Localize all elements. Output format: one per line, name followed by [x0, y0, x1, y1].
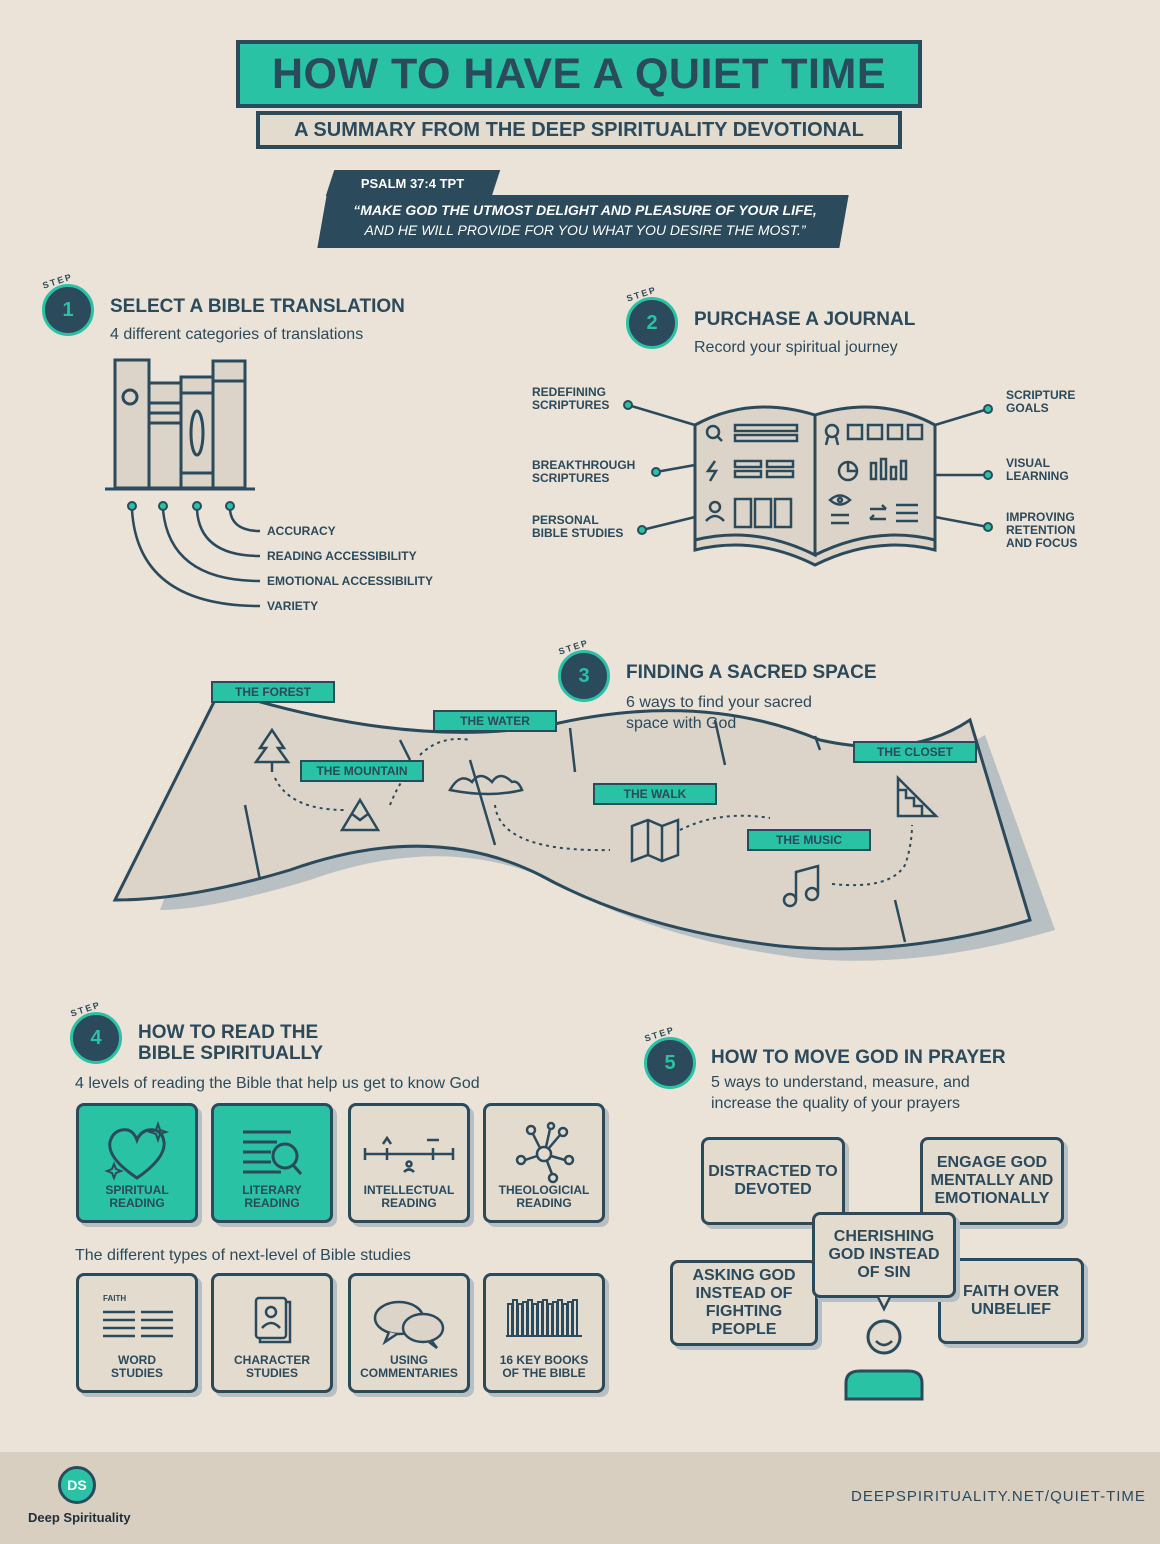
step-3-title: FINDING A SACRED SPACE [626, 662, 877, 683]
subtitle-banner: A SUMMARY FROM THE DEEP SPIRITUALITY DEV… [256, 111, 902, 149]
footer-url-link[interactable]: DEEPSPIRITUALITY.NET/QUIET-TIME [851, 1488, 1146, 1505]
study-type-label: 16 KEY BOOKS OF THE BIBLE [499, 1353, 589, 1380]
brand-logo[interactable]: DS [58, 1466, 96, 1504]
place-tag-forest: THE FOREST [211, 681, 335, 703]
reading-level-label: INTELLECTUAL READING [363, 1183, 455, 1210]
person-card-icon [254, 1296, 292, 1344]
prayer-bubble-engage: ENGAGE GOD MENTALLY AND EMOTIONALLY [920, 1137, 1064, 1225]
translation-category-accuracy: ACCURACY [267, 524, 336, 538]
translation-category-variety: VARIETY [267, 599, 319, 613]
footer [0, 1452, 1160, 1544]
reading-level-spiritual: SPIRITUAL READING [76, 1103, 198, 1223]
quote-text: “MAKE GOD THE UTMOST DELIGHT AND PLEASUR… [320, 200, 850, 240]
quote-reference: PSALM 37:4 TPT [361, 175, 465, 191]
step-2-subtitle: Record your spiritual journey [694, 339, 898, 356]
bible-studies-heading: The different types of next-level of Bib… [75, 1247, 411, 1264]
heart-sparkle-icon [104, 1120, 170, 1181]
quote-reference-tag: PSALM 37:4 TPT [325, 170, 501, 196]
study-type-label: WORD STUDIES [110, 1353, 163, 1380]
music-note-icon [782, 864, 820, 908]
reading-level-label: SPIRITUAL READING [105, 1183, 169, 1210]
quote-line-1: “MAKE GOD THE UTMOST DELIGHT AND PLEASUR… [353, 202, 817, 218]
prayer-bubble-distracted: DISTRACTED TO DEVOTED [701, 1137, 845, 1225]
reading-level-label: LITERARY READING [242, 1183, 302, 1210]
place-tag-mountain: THE MOUNTAIN [300, 760, 424, 782]
study-type-label: CHARACTER STUDIES [234, 1353, 310, 1380]
word-study-icon-text: FAITH [103, 1294, 127, 1303]
study-type-label: USING COMMENTARIES [360, 1353, 458, 1380]
prayer-bubble-cherishing: CHERISHING GOD INSTEAD OF SIN [812, 1212, 956, 1298]
page-title: HOW TO HAVE A QUIET TIME [272, 49, 886, 98]
place-tag-walk: THE WALK [593, 783, 717, 805]
step-4-title-line-1: HOW TO READ THE [138, 1022, 319, 1043]
journal-item-visual-learning: VISUAL LEARNING [1006, 456, 1069, 483]
stairs-icon [896, 774, 940, 818]
step-1-subtitle: 4 different categories of translations [110, 326, 364, 343]
waves-icon [448, 774, 524, 796]
bookshelf-icon [506, 1299, 582, 1337]
step-3-subtitle-line-2: space with God [626, 715, 737, 732]
reading-level-label: THEOLOGICIAL READING [498, 1183, 590, 1210]
study-type-word: FAITH WORD STUDIES [76, 1273, 198, 1393]
speech-bubbles-icon [373, 1300, 445, 1349]
columns-text-icon [103, 1310, 173, 1338]
step-4-subtitle: 4 levels of reading the Bible that help … [75, 1075, 480, 1092]
books-illustration [105, 358, 261, 608]
journal-item-breakthrough: BREAKTHROUGH SCRIPTURES [532, 458, 636, 485]
main-title-banner: HOW TO HAVE A QUIET TIME [236, 40, 922, 108]
timeline-icon [363, 1135, 455, 1173]
prayer-bubble-faith: FAITH OVER UNBELIEF [938, 1258, 1084, 1344]
folded-map-icon [630, 818, 680, 863]
quote-line-2: AND HE WILL PROVIDE FOR YOU WHAT YOU DES… [364, 222, 806, 238]
step-3-subtitle-line-1: 6 ways to find your sacred [626, 694, 812, 711]
network-icon [515, 1121, 575, 1184]
study-type-commentaries: USING COMMENTARIES [348, 1273, 470, 1393]
text-magnifier-icon [243, 1130, 303, 1175]
praying-person-icon [844, 1296, 924, 1401]
step-2-title: PURCHASE A JOURNAL [694, 309, 916, 330]
step-1-badge: 1 [42, 284, 94, 336]
page-subtitle: A SUMMARY FROM THE DEEP SPIRITUALITY DEV… [294, 118, 864, 141]
tree-icon [253, 727, 291, 772]
step-4-badge: 4 [70, 1012, 122, 1064]
reading-level-intellectual: INTELLECTUAL READING [348, 1103, 470, 1223]
step-2-badge: 2 [626, 297, 678, 349]
step-4-title-line-2: BIBLE SPIRITUALLY [138, 1043, 324, 1064]
place-tag-water: THE WATER [433, 710, 557, 732]
translation-category-emotional: EMOTIONAL ACCESSIBILITY [267, 574, 434, 588]
mountain-icon [339, 797, 381, 832]
place-tag-closet: THE CLOSET [853, 741, 977, 763]
place-tag-music: THE MUSIC [747, 829, 871, 851]
step-5-subtitle-line-2: increase the quality of your prayers [711, 1095, 961, 1112]
step-5-badge: 5 [644, 1037, 696, 1089]
journal-item-scripture-goals: SCRIPTURE GOALS [1006, 388, 1076, 415]
translation-category-reading: READING ACCESSIBILITY [267, 549, 417, 563]
step-5-subtitle-line-1: 5 ways to understand, measure, and [711, 1074, 970, 1091]
reading-level-theological: THEOLOGICIAL READING [483, 1103, 605, 1223]
prayer-bubble-asking: ASKING GOD INSTEAD OF FIGHTING PEOPLE [670, 1260, 818, 1346]
journal-item-retention: IMPROVING RETENTION AND FOCUS [1006, 510, 1078, 550]
journal-item-bible-studies: PERSONAL BIBLE STUDIES [532, 513, 624, 540]
step-5-title: HOW TO MOVE GOD IN PRAYER [711, 1047, 1006, 1068]
study-type-key-books: 16 KEY BOOKS OF THE BIBLE [483, 1273, 605, 1393]
step-3-badge: 3 [558, 650, 610, 702]
step-1-title: SELECT A BIBLE TRANSLATION [110, 296, 405, 317]
brand-name: Deep Spirituality [28, 1510, 131, 1525]
reading-level-literary: LITERARY READING [211, 1103, 333, 1223]
open-journal-illustration [623, 400, 993, 567]
study-type-character: CHARACTER STUDIES [211, 1273, 333, 1393]
journal-item-redefining: REDEFINING SCRIPTURES [532, 385, 610, 412]
